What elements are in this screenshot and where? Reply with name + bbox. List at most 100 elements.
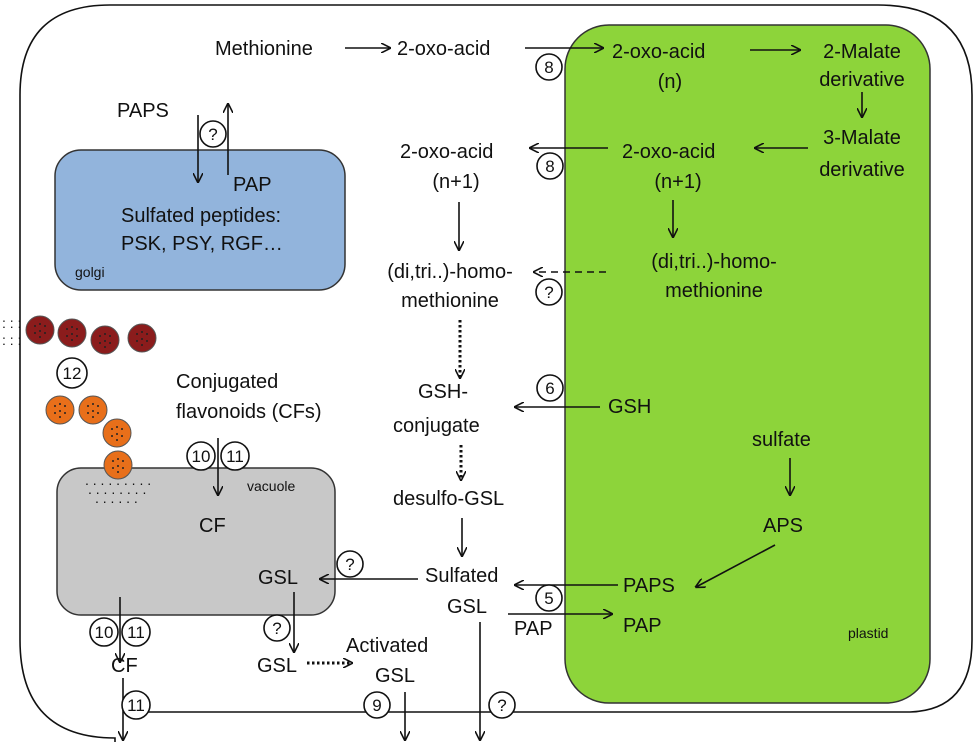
malate2-line2: derivative <box>819 69 905 91</box>
svg-text:12: 12 <box>63 364 82 383</box>
bead-dark-0-dot-5 <box>44 332 46 334</box>
marker-10-bottom: 10 <box>89 617 119 647</box>
bead-dark-2-dot-6 <box>104 346 106 348</box>
svg-text:10: 10 <box>192 447 211 466</box>
plastid-pap: PAP <box>623 615 662 637</box>
bead-dark-1-dot-0 <box>66 328 68 330</box>
bead-orange-2-dot-4 <box>116 433 118 435</box>
bead-dark-3-dot-5 <box>146 340 148 342</box>
malate2-line1: 2-Malate <box>823 41 901 63</box>
plastid-label: plastid <box>848 625 888 641</box>
bead-dark-2-dot-1 <box>104 333 106 335</box>
marker-8-second: 8 <box>536 152 564 180</box>
marker-question-export: ? <box>488 691 516 719</box>
marker-question-homomet: ? <box>535 278 563 306</box>
bead-orange-0-dot-1 <box>59 403 61 405</box>
golgi-peptides-line2: PSK, PSY, RGF… <box>121 233 283 255</box>
bead-orange-1-dot-3 <box>87 412 89 414</box>
svg-text:?: ? <box>272 619 281 638</box>
plastid-oxo-acid-n-line1: 2-oxo-acid <box>612 41 705 63</box>
bead-dark-1-dot-2 <box>76 328 78 330</box>
golgi-pap: PAP <box>233 174 272 196</box>
bead-orange-3-dot-5 <box>122 467 124 469</box>
golgi-peptides-line1: Sulfated peptides: <box>121 205 281 227</box>
malate3-line1: 3-Malate <box>823 127 901 149</box>
bead-orange-3-dot-6 <box>117 471 119 473</box>
marker-8-top: 8 <box>535 53 563 81</box>
bead-dark-3-dot-6 <box>141 344 143 346</box>
bead-dark-0-dot-4 <box>39 330 41 332</box>
bead-orange-2-dot-1 <box>116 426 118 428</box>
sulfate: sulfate <box>752 429 811 451</box>
bead-dark-2-dot-0 <box>99 335 101 337</box>
svg-text:9: 9 <box>372 696 381 715</box>
bead-dark-3-dot-1 <box>141 331 143 333</box>
svg-text:. . . . . . . .: . . . . . . . . <box>88 481 146 497</box>
pap-left: PAP <box>514 618 553 640</box>
cyto-homomethionine-line2: methionine <box>401 290 499 312</box>
dotted-patch-left: : : : : : : <box>2 315 21 348</box>
bead-orange-0-dot-6 <box>59 416 61 418</box>
bead-dark-0-dot-1 <box>39 323 41 325</box>
marker-11-membrane: 11 <box>121 690 151 720</box>
plastid-paps: PAPS <box>623 575 675 597</box>
bead-orange-3-dot-3 <box>112 467 114 469</box>
svg-text:8: 8 <box>545 157 554 176</box>
svg-text:6: 6 <box>545 379 554 398</box>
methionine: Methionine <box>215 38 313 60</box>
svg-text:. . . . . .: . . . . . . <box>95 490 138 506</box>
plastid-oxo-acid-n-line2: (n) <box>658 71 682 93</box>
activated-gsl-line1: Activated <box>346 635 428 657</box>
bead-dark-0-dot-3 <box>34 332 36 334</box>
bead-dark-2-dot-2 <box>109 335 111 337</box>
bead-dark-2-dot-5 <box>109 342 111 344</box>
bead-orange-1-dot-5 <box>97 412 99 414</box>
malate3-line2: derivative <box>819 159 905 181</box>
oxo-acid-top: 2-oxo-acid <box>397 38 490 60</box>
svg-text:10: 10 <box>95 623 114 642</box>
bead-dark-0-dot-0 <box>34 325 36 327</box>
marker-11-top: 11 <box>220 441 250 471</box>
conj-flavonoids-line2: flavonoids (CFs) <box>176 401 322 423</box>
bead-orange-3-dot-4 <box>117 465 119 467</box>
marker-question-vacuole: ? <box>336 550 364 578</box>
dotted-patch-vacuole: . . . . . . . . . . . . . . . . . . . . … <box>85 472 151 506</box>
bead-dark-1-dot-3 <box>66 335 68 337</box>
cyto-homomethionine-line1: (di,tri..)-homo- <box>387 261 513 283</box>
bead-orange-3-dot-1 <box>117 458 119 460</box>
plastid-oxo-acid-n1-line1: 2-oxo-acid <box>622 141 715 163</box>
golgi-compartment <box>54 149 346 291</box>
bead-dark-3-dot-0 <box>136 333 138 335</box>
vacuole-gsl: GSL <box>258 567 298 589</box>
bead-chains <box>25 315 157 480</box>
svg-text:5: 5 <box>544 589 553 608</box>
svg-text:?: ? <box>345 555 354 574</box>
bead-orange-1-dot-0 <box>87 405 89 407</box>
plastid-oxo-acid-n1-line2: (n+1) <box>654 171 701 193</box>
marker-10-top: 10 <box>186 441 216 471</box>
bead-orange-0-dot-5 <box>64 412 66 414</box>
gsh-conjugate-line2: conjugate <box>393 415 480 437</box>
svg-text:11: 11 <box>127 623 145 642</box>
bead-dark-2-dot-3 <box>99 342 101 344</box>
enzyme-markers: 8 ? 8 ? 6 12 10 11 ? 5 10 11 ? 11 9 ? <box>56 53 564 720</box>
bead-dark-2-dot-4 <box>104 340 106 342</box>
marker-9: 9 <box>363 691 391 719</box>
desulfo-gsl: desulfo-GSL <box>393 488 504 510</box>
bead-orange-2-dot-3 <box>111 435 113 437</box>
bead-dark-1-dot-4 <box>71 333 73 335</box>
bead-dark-1-dot-5 <box>76 335 78 337</box>
plastid-homomethionine-line1: (di,tri..)-homo- <box>651 251 777 273</box>
vacuole-cf: CF <box>199 515 226 537</box>
marker-question-golgi: ? <box>199 120 227 148</box>
cyto-oxo-acid-n1-line1: 2-oxo-acid <box>400 141 493 163</box>
sulfated-gsl-line2: GSL <box>447 596 487 618</box>
marker-11-bottom: 11 <box>121 617 151 647</box>
svg-text:?: ? <box>544 283 553 302</box>
sulfated-gsl-line1: Sulfated <box>425 565 498 587</box>
golgi-paps: PAPS <box>117 100 169 122</box>
bead-orange-2-dot-2 <box>121 428 123 430</box>
bead-orange-2-dot-5 <box>121 435 123 437</box>
svg-text:11: 11 <box>127 696 145 715</box>
